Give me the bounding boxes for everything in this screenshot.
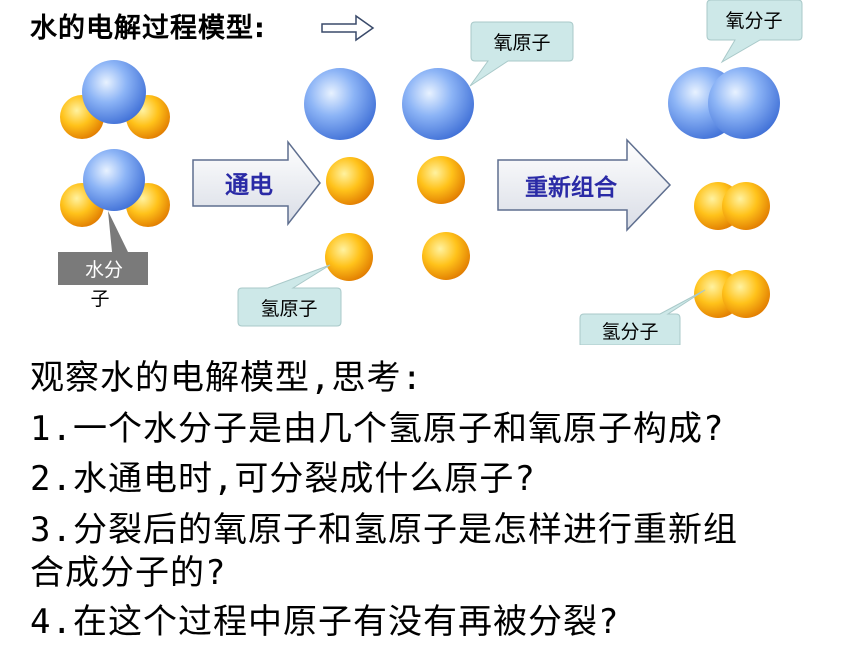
oxygen-atom-label: 氧原子 — [493, 32, 550, 54]
water-molecule-label-2: 子 — [90, 288, 109, 310]
water-molecule-label-1: 水分 — [85, 259, 123, 281]
recombine-arrow: 重新组合 — [497, 138, 672, 232]
oxygen-atom-callout: 氧原子 — [469, 21, 574, 87]
water-molecule-1 — [60, 60, 170, 139]
question-intro: 观察水的电解模型,思考: — [30, 358, 423, 398]
hydrogen-molecule-1 — [694, 182, 770, 230]
hydrogen-atom — [326, 157, 374, 205]
electrify-arrow: 通电 — [192, 139, 321, 227]
water-molecule-callout: 水分 子 — [58, 211, 148, 310]
hydrogen-molecule-callout: 氢分子 — [579, 289, 706, 345]
hydrogen-atom — [722, 182, 770, 230]
hydrogen-atom-label: 氢原子 — [260, 298, 317, 320]
hydrogen-atom — [325, 233, 373, 281]
question-2: 2.水通电时,可分裂成什么原子? — [30, 459, 536, 499]
question-4: 4.在这个过程中原子有没有再被分裂? — [30, 602, 620, 642]
hydrogen-atom — [722, 270, 770, 318]
hydrogen-molecule-label: 氢分子 — [601, 321, 658, 343]
electrify-label: 通电 — [225, 171, 273, 199]
question-3-line-2: 合成分子的? — [30, 553, 227, 593]
hydrogen-atom-callout: 氢原子 — [237, 264, 342, 327]
oxygen-atom — [708, 67, 780, 139]
electrolysis-diagram: 水分 子 通电 氧原子 氢原子 重新组合 氧分子 — [58, 0, 803, 345]
oxygen-molecule-callout: 氧分子 — [706, 0, 803, 64]
oxygen-atom — [402, 68, 474, 140]
oxygen-atom — [83, 149, 145, 211]
hydrogen-atom — [417, 156, 465, 204]
water-molecule-2 — [60, 149, 170, 227]
recombine-label: 重新组合 — [525, 174, 618, 201]
page-title: 水的电解过程模型: — [30, 13, 266, 44]
oxygen-molecule-label: 氧分子 — [725, 10, 782, 32]
oxygen-atom — [304, 68, 376, 140]
title-arrow-icon — [321, 14, 375, 42]
oxygen-atom — [82, 60, 146, 124]
hydrogen-molecule-2 — [694, 270, 770, 318]
hydrogen-atom — [422, 232, 470, 280]
question-1: 1.一个水分子是由几个氢原子和氧原子构成? — [30, 409, 725, 449]
question-3-line-1: 3.分裂后的氧原子和氢原子是怎样进行重新组 — [30, 510, 738, 550]
separated-atoms — [304, 68, 474, 281]
oxygen-molecule — [668, 67, 780, 139]
